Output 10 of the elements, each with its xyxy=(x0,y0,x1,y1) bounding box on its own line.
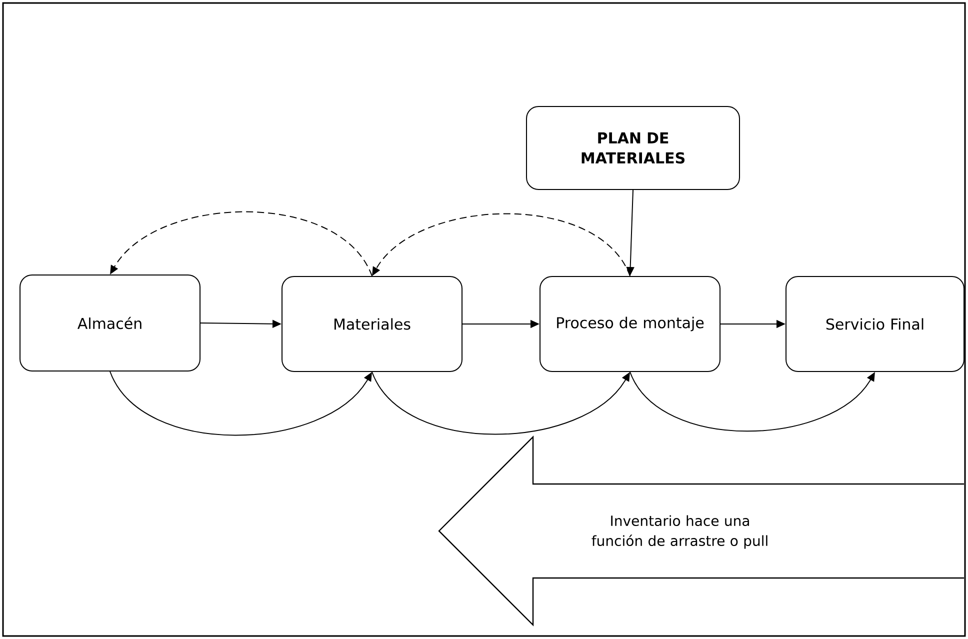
arrow xyxy=(110,211,372,276)
process-box: Materiales xyxy=(282,276,462,372)
arrow xyxy=(110,370,372,436)
arrow xyxy=(372,372,630,435)
arrow xyxy=(372,213,630,276)
process-box: PLAN DE MATERIALES xyxy=(526,106,740,190)
process-box: Servicio Final xyxy=(786,276,964,372)
process-box: Almacén xyxy=(20,274,200,372)
process-box: Proceso de montaje xyxy=(540,276,720,372)
arrow xyxy=(630,372,875,432)
